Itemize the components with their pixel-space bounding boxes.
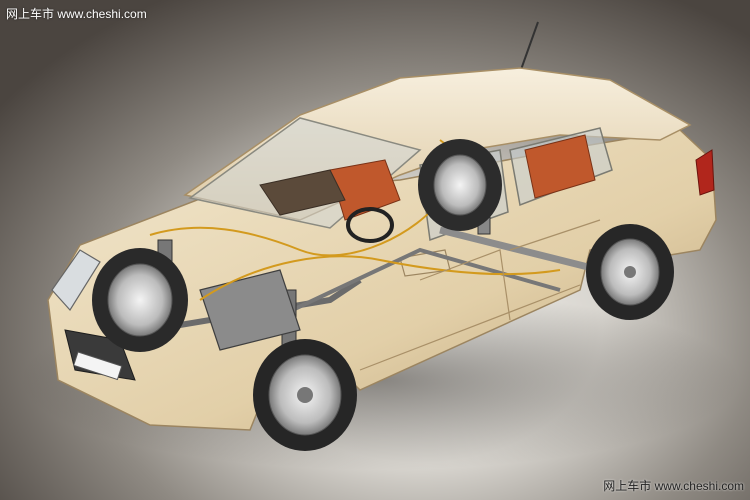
- wiring-harness-2: [199, 255, 561, 301]
- front-badge-plate: [73, 351, 123, 381]
- door-line-rear: [509, 219, 601, 251]
- steering-wheel: [346, 207, 394, 243]
- tail-light: [695, 149, 715, 196]
- watermark-bottom-right: 网上车市 www.cheshi.com: [603, 479, 744, 493]
- exhaust-line: [249, 247, 561, 332]
- front-left-wheel: [92, 248, 188, 352]
- watermark-top-left: 网上车市 www.cheshi.com: [6, 7, 147, 21]
- sill-line: [359, 284, 581, 371]
- dashboard: [259, 169, 346, 216]
- engine-block: [199, 269, 301, 351]
- headlight: [51, 249, 101, 311]
- rear-seat: [524, 134, 596, 199]
- windshield: [188, 117, 422, 229]
- front-seat: [329, 159, 401, 221]
- torsion-beam: [439, 226, 601, 274]
- rear-right-wheel: [586, 224, 674, 320]
- rear-left-wheel: [418, 139, 502, 231]
- door-line-front: [419, 249, 511, 321]
- front-right-wheel: [253, 339, 357, 451]
